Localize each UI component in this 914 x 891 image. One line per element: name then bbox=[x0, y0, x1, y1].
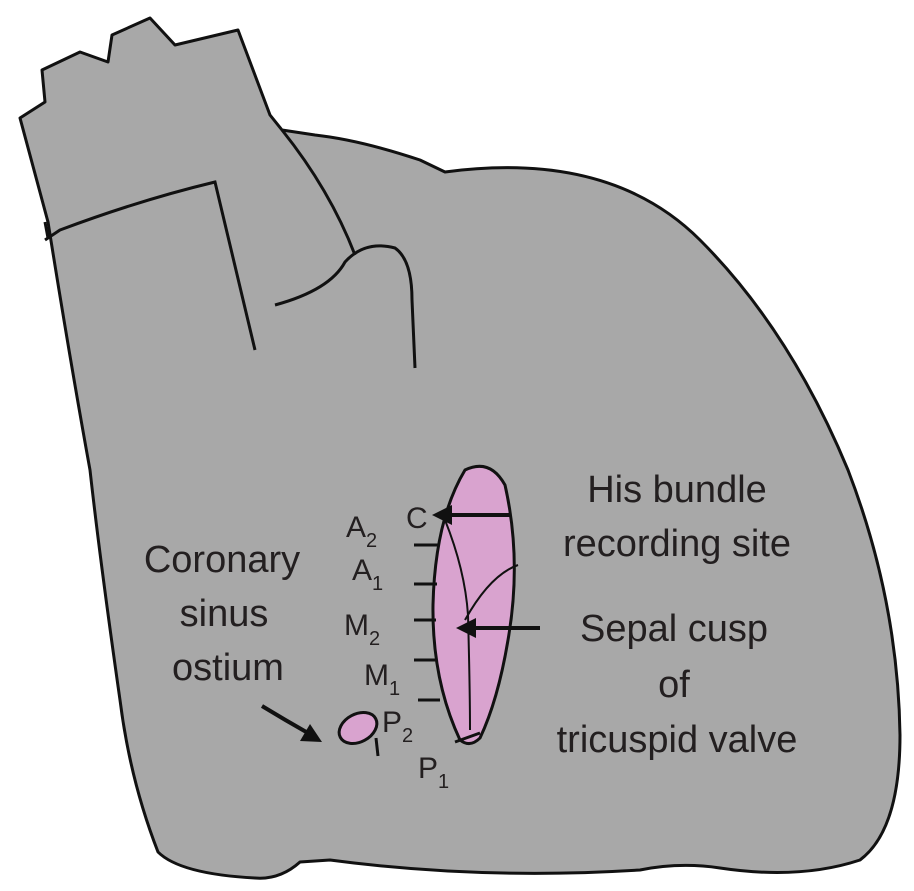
his-bundle-label-line-1: His bundle bbox=[587, 469, 767, 511]
septal-cusp-label-line-3: tricuspid valve bbox=[557, 719, 798, 761]
septal-cusp-label-line-1: Sepal cusp bbox=[580, 608, 768, 650]
ostium-tail bbox=[376, 738, 378, 756]
his-bundle-label-line-2: recording site bbox=[563, 523, 791, 565]
coronary-sinus-label-line-2: sinus bbox=[180, 593, 269, 635]
septal-cusp-label-line-2: of bbox=[658, 664, 690, 706]
his-marker: C bbox=[406, 502, 428, 535]
coronary-sinus-label-line-1: Coronary bbox=[144, 539, 300, 581]
coronary-sinus-label-line-3: ostium bbox=[172, 647, 284, 689]
